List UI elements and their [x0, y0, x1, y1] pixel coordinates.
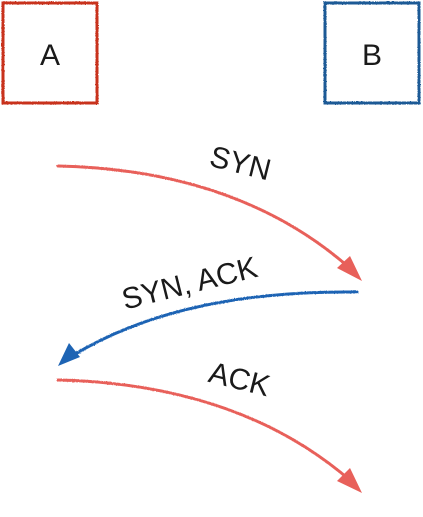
- participant-a-box: [1, 1, 99, 105]
- message-ack: ACK: [56, 356, 362, 493]
- message-syn-arrowhead: [337, 256, 362, 281]
- message-ack-label: ACK: [205, 356, 273, 403]
- message-syn-arrow: [56, 164, 354, 272]
- message-syn-label: SYN: [206, 140, 274, 187]
- participant-b: B: [323, 1, 421, 105]
- message-syn-ack-arrow: [70, 290, 359, 358]
- message-syn: SYN: [56, 140, 362, 281]
- message-ack-arrow: [56, 378, 354, 484]
- message-syn-ack-label: SYN, ACK: [119, 251, 261, 316]
- message-syn-ack: SYN, ACK: [58, 251, 359, 366]
- message-syn-ack-arrowhead: [58, 343, 80, 366]
- participant-a: A: [1, 1, 99, 105]
- participant-b-label: B: [362, 39, 382, 72]
- participant-b-box: [323, 1, 421, 105]
- message-ack-arrowhead: [337, 468, 362, 493]
- participant-a-label: A: [40, 39, 60, 72]
